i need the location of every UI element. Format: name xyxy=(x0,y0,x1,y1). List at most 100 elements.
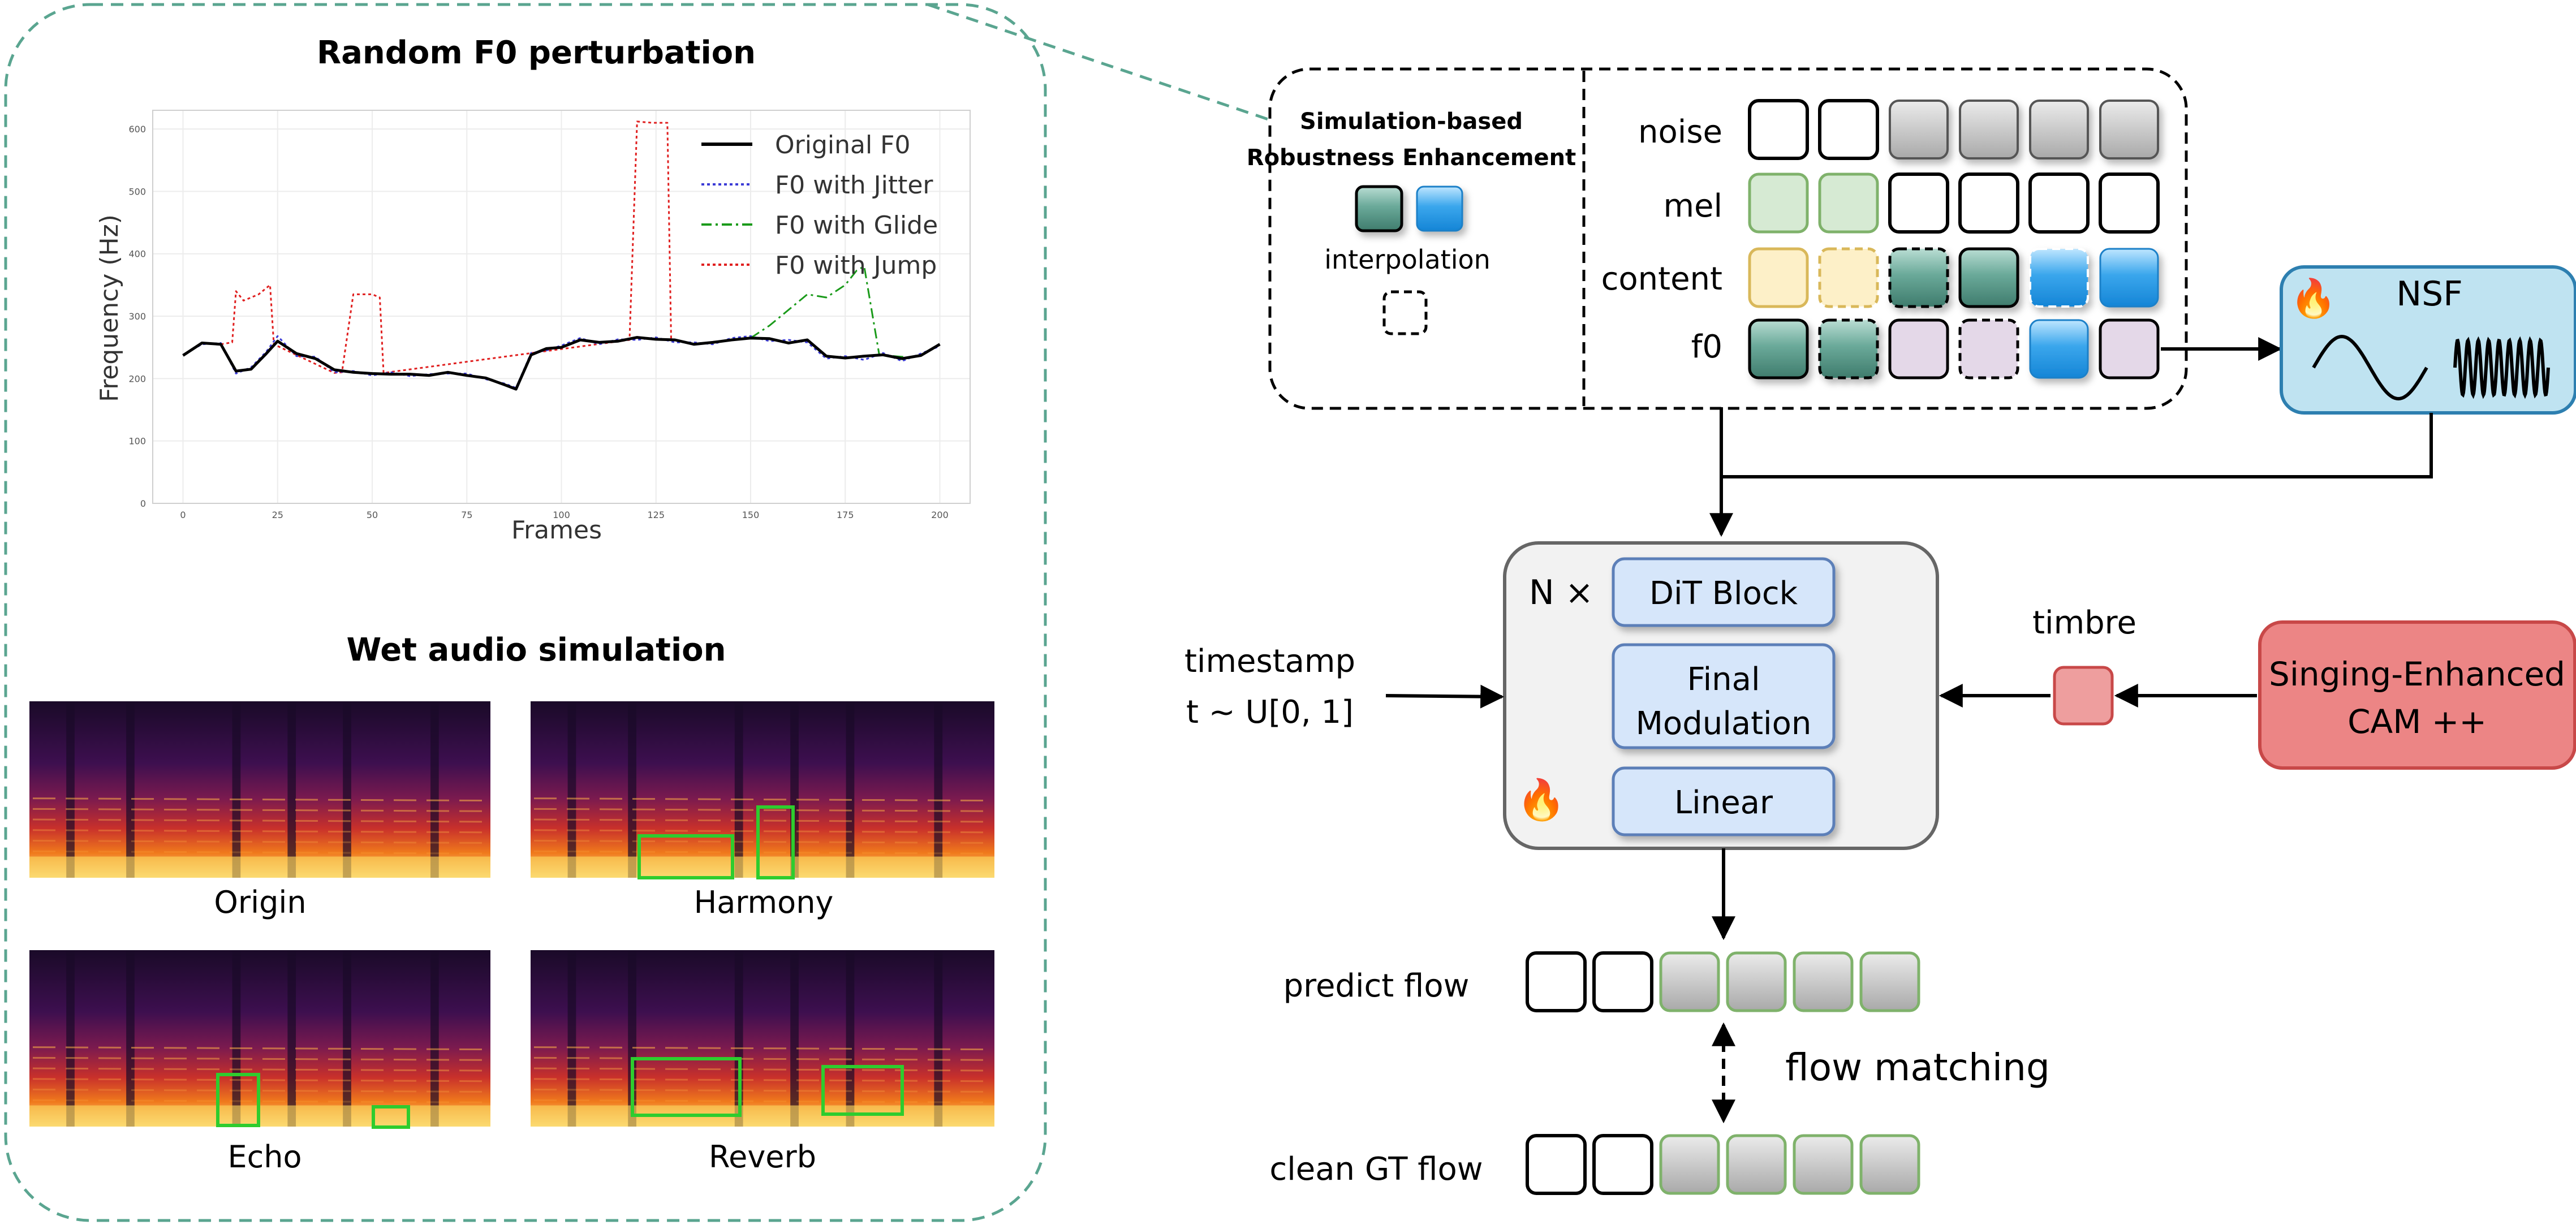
spectrogram-harmonic xyxy=(533,1078,992,1082)
spectrogram-harmonic xyxy=(32,829,488,834)
x-tick-label: 75 xyxy=(461,510,472,520)
token-flow xyxy=(1659,951,1720,1012)
flow-matching-label: flow matching xyxy=(1785,1046,2050,1089)
sim-title-line2: Robustness Enhancement xyxy=(1247,145,1576,171)
spectrogram-harmonic xyxy=(32,818,488,823)
spectrogram-gap xyxy=(430,701,439,878)
token-empty xyxy=(1888,172,1949,234)
token-blue xyxy=(2029,319,2089,379)
spectrogram-harmonic xyxy=(533,1067,992,1072)
y-tick-label: 100 xyxy=(128,436,146,447)
nsf-label: NSF xyxy=(2396,274,2462,314)
spectrogram-harmonic xyxy=(32,1056,488,1061)
encoder-line2: CAM ++ xyxy=(2347,702,2487,741)
timbre-token xyxy=(2053,666,2114,726)
token-empty xyxy=(1748,99,1809,160)
spectrogram-gap xyxy=(126,701,135,878)
final-modulation-line1: Final xyxy=(1687,661,1760,698)
spectrogram-low-band xyxy=(531,856,994,878)
highlight-box xyxy=(637,834,734,879)
spectrogram-origin: Origin xyxy=(29,701,490,920)
token-f0-dashed xyxy=(1958,318,2019,379)
spectrogram-gap xyxy=(343,701,351,878)
token-blue-dashed xyxy=(2029,248,2089,308)
token-row-content xyxy=(1748,247,2159,308)
spectrogram-label: Harmony xyxy=(694,885,834,920)
spectrogram-harmonic xyxy=(533,797,992,802)
token-empty xyxy=(1526,951,1587,1012)
spectrogram-harmonic xyxy=(32,839,488,844)
spectrogram-harmonic xyxy=(533,839,992,844)
spectrogram-gap xyxy=(343,950,351,1127)
spectrogram-label: Echo xyxy=(227,1139,301,1175)
x-tick-label: 100 xyxy=(553,510,570,520)
spectrogram-gap xyxy=(567,950,576,1127)
dit-n-label: N × xyxy=(1529,573,1593,612)
spectrogram-harmonic xyxy=(32,1088,488,1093)
linear-label: Linear xyxy=(1674,784,1773,821)
spectrogram-gap xyxy=(430,950,439,1127)
wet-section-title: Wet audio simulation xyxy=(347,632,726,668)
spectrogram-gap xyxy=(126,950,135,1127)
spectrogram-gap xyxy=(934,950,943,1127)
token-noise xyxy=(2029,100,2089,159)
chart-y-axis-label: Frequency (Hz) xyxy=(95,214,124,402)
spectrogram-gap xyxy=(790,950,799,1127)
y-tick-label: 200 xyxy=(128,373,146,384)
token-empty xyxy=(1818,99,1879,160)
token-f0 xyxy=(1888,318,1949,379)
timestamp-label: timestamp xyxy=(1184,643,1355,680)
token-row-f0 xyxy=(1748,318,2160,379)
token-f0 xyxy=(2099,318,2160,379)
legend-entry: F0 with Jump xyxy=(775,251,937,280)
dit-block xyxy=(1612,557,1836,627)
spectrogram-harmonic xyxy=(533,1056,992,1061)
series-line-f0-with-jump xyxy=(221,120,672,374)
spectrogram-harmony: Harmony xyxy=(531,701,994,920)
row-label-mel: mel xyxy=(1663,188,1722,225)
token-teal-dashed xyxy=(1818,318,1879,379)
predict-flow-tokens xyxy=(1526,951,1920,1012)
y-tick-label: 300 xyxy=(128,311,146,322)
spectrogram-harmonic xyxy=(533,818,992,823)
series-line-f0-with-jitter xyxy=(182,335,941,389)
encoder-line1: Singing-Enhanced xyxy=(2269,655,2565,693)
x-tick-label: 125 xyxy=(647,510,665,520)
simulation-box xyxy=(1268,67,2188,410)
y-tick-label: 600 xyxy=(128,124,146,135)
spectrogram-harmonic xyxy=(32,1099,488,1103)
fire-icon: 🔥 xyxy=(1517,777,1566,823)
final-modulation-block xyxy=(1612,643,1836,749)
final-modulation-line2: Modulation xyxy=(1636,705,1812,742)
row-label-f0: f0 xyxy=(1691,329,1722,365)
spectrogram-label: Reverb xyxy=(709,1139,816,1175)
interpolation-label: interpolation xyxy=(1324,244,1491,275)
spectrogram-gap xyxy=(934,701,943,878)
chart-plot-area xyxy=(152,110,971,504)
spectrogram-gap xyxy=(287,701,296,878)
legend-dashed-token xyxy=(1382,290,1428,335)
token-teal-dashed xyxy=(1888,247,1949,308)
spectrogram-harmonic xyxy=(533,1046,992,1051)
spectrogram-harmonic xyxy=(533,829,992,834)
token-mel xyxy=(1748,172,1809,234)
y-tick-label: 400 xyxy=(128,249,146,260)
token-mel xyxy=(1818,172,1879,234)
legend-entry: F0 with Jitter xyxy=(775,171,933,200)
zoom-connector-top xyxy=(927,3,1270,122)
token-flow xyxy=(1793,951,1854,1012)
spectrogram-harmonic xyxy=(533,1088,992,1093)
token-empty xyxy=(1526,1134,1587,1195)
spectrogram-gap xyxy=(628,701,636,878)
spectrogram-gap xyxy=(232,950,241,1127)
token-content-dashed xyxy=(1818,247,1879,308)
spectrogram-harmonic xyxy=(32,1046,488,1051)
token-empty xyxy=(2028,172,2090,234)
chart-grid xyxy=(153,110,970,504)
spectrogram-low-band xyxy=(29,856,490,878)
sim-title-line1: Simulation-based xyxy=(1300,109,1523,135)
